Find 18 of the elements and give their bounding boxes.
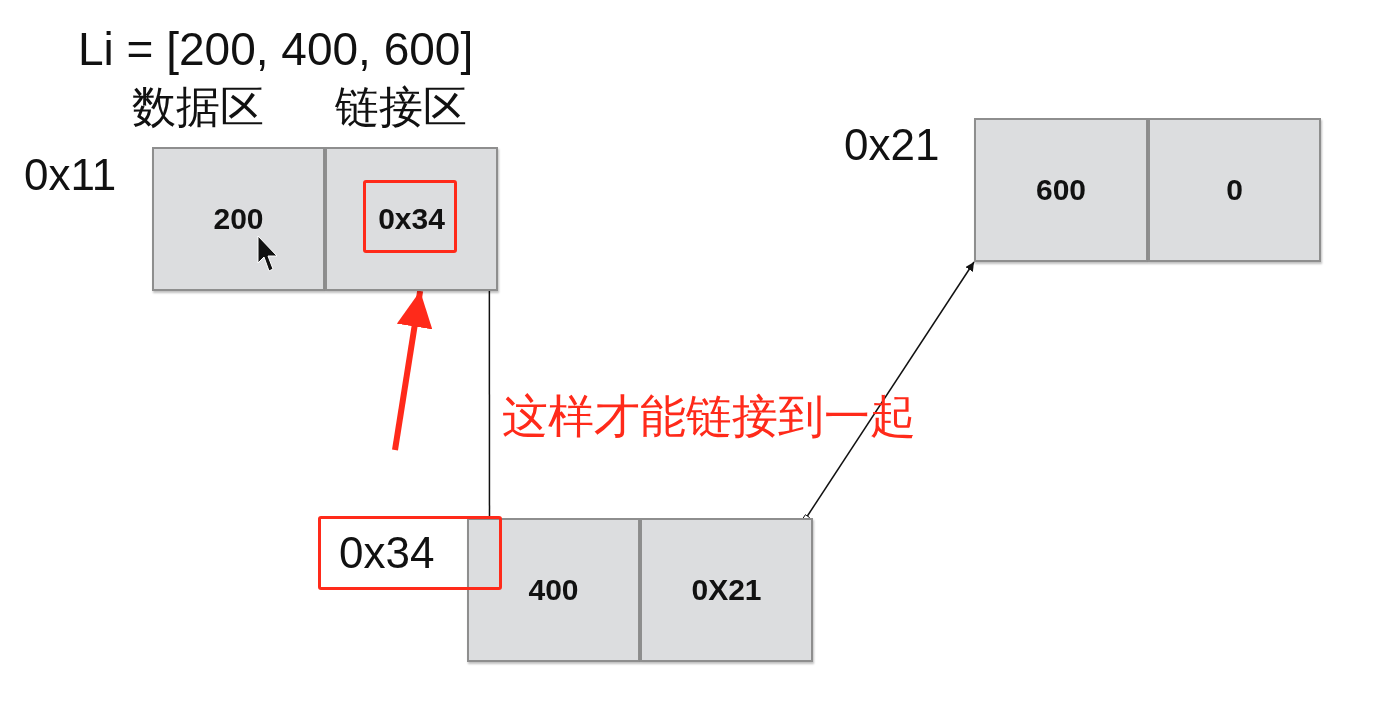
list-expression: Li = [200, 400, 600]	[78, 22, 474, 76]
column-heading: 数据区	[132, 81, 264, 133]
cell-value: 0x34	[377, 202, 446, 236]
address-label: 0x21	[844, 120, 940, 170]
cell-value: 600	[1034, 173, 1088, 207]
column-heading: 链接区	[335, 81, 467, 133]
cell-value: 200	[212, 202, 265, 236]
cell-value: 0	[1225, 173, 1244, 207]
cell-value: 400	[527, 573, 580, 607]
cell-value: 0X21	[690, 573, 763, 607]
connector-line	[488, 290, 491, 519]
annotation-text: 这样才能链接到一起	[502, 389, 916, 444]
address-label: 0x11	[24, 150, 117, 200]
highlighted-address: 0x34	[318, 516, 502, 590]
memory-cell	[1148, 118, 1321, 262]
arrow	[392, 290, 433, 451]
memory-cell	[640, 518, 813, 662]
memory-cell	[325, 147, 498, 291]
